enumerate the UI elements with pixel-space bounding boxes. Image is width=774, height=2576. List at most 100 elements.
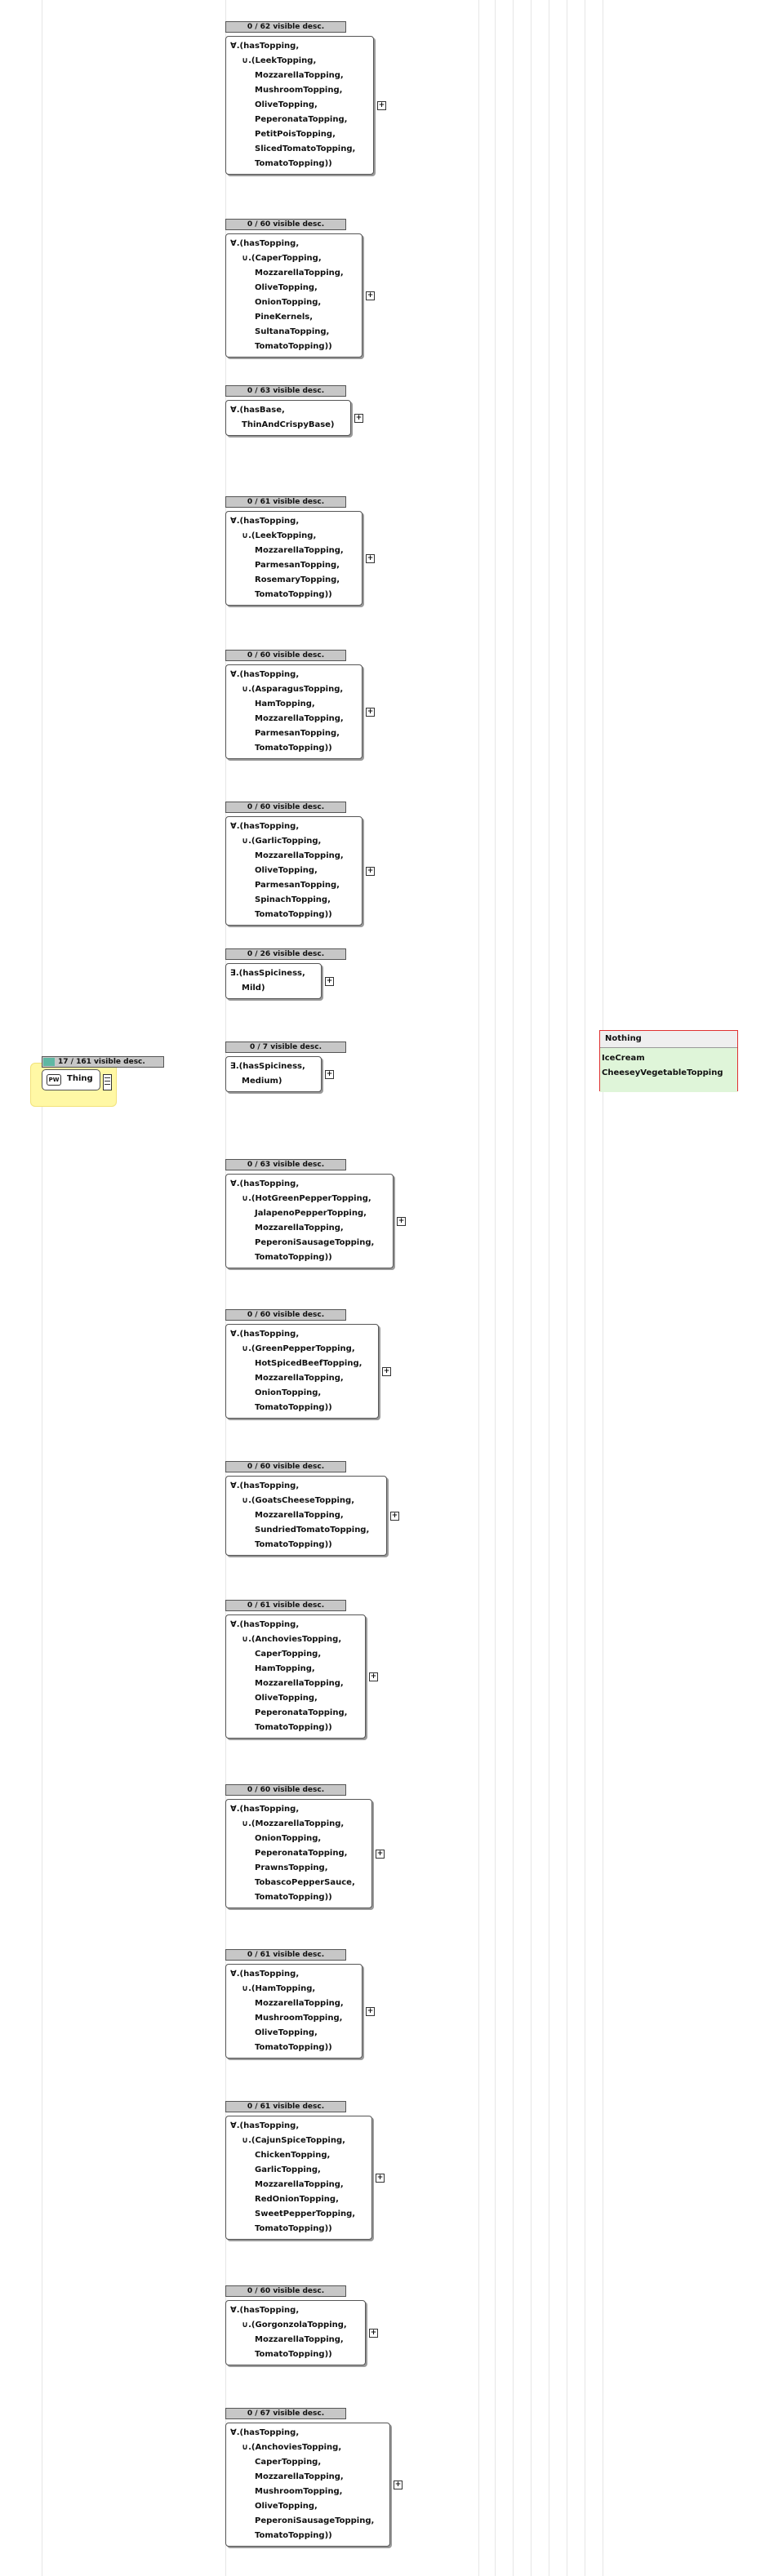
restriction-node[interactable]: ∀.(hasTopping,∪.(AnchoviesTopping,CaperT…	[225, 2423, 390, 2547]
restriction-node[interactable]: ∀.(hasTopping,∪.(CaperTopping,Mozzarella…	[225, 233, 363, 358]
restriction-line: ∪.(AnchoviesTopping,	[242, 1635, 342, 1644]
restriction-line: PeperoniSausageTopping,	[255, 2516, 375, 2525]
restriction-line: MozzarellaTopping,	[255, 1224, 344, 1232]
expand-toggle-icon[interactable]: +	[376, 1850, 385, 1859]
restriction-node[interactable]: ∀.(hasTopping,∪.(HotGreenPepperTopping,J…	[225, 1174, 394, 1268]
expand-toggle-icon[interactable]: +	[366, 291, 375, 300]
nothing-members: IceCream CheeseyVegetableTopping	[600, 1048, 737, 1092]
expand-toggle-icon[interactable]: +	[366, 867, 375, 876]
restriction-line: PrawnsTopping,	[255, 1863, 328, 1872]
restriction-line: ∪.(MozzarellaTopping,	[242, 1819, 345, 1828]
restriction-line: ∪.(CajunSpiceTopping,	[242, 2136, 345, 2145]
expand-toggle-icon[interactable]: +	[366, 2007, 375, 2016]
nothing-node[interactable]: Nothing IceCream CheeseyVegetableTopping	[599, 1030, 738, 1092]
expand-toggle-icon[interactable]: +	[382, 1367, 391, 1376]
restriction-node[interactable]: ∀.(hasTopping,∪.(AnchoviesTopping,CaperT…	[225, 1614, 366, 1739]
restriction-line: OliveTopping,	[255, 2502, 318, 2511]
restriction-line: SultanaTopping,	[255, 327, 330, 336]
restriction-line: ∀.(hasTopping,	[230, 239, 300, 248]
restriction-line: PineKernels,	[255, 313, 314, 322]
restriction-node[interactable]: ∀.(hasTopping,∪.(LeekTopping,MozzarellaT…	[225, 511, 363, 606]
expand-toggle-icon[interactable]: +	[394, 2481, 403, 2489]
restriction-node[interactable]: ∃.(hasSpiciness,Medium)	[225, 1056, 322, 1092]
restriction-line: ThinAndCrispyBase)	[242, 420, 335, 429]
restriction-header: 0 / 26 visible desc.	[225, 948, 346, 960]
restriction-node[interactable]: ∀.(hasTopping,∪.(HamTopping,MozzarellaTo…	[225, 1964, 363, 2059]
restriction-line: MozzarellaTopping,	[255, 546, 344, 555]
restriction-line: ∀.(hasTopping,	[230, 670, 300, 679]
restriction-line: TomatoTopping))	[255, 159, 332, 168]
restriction-header: 0 / 60 visible desc.	[225, 1461, 346, 1472]
expand-toggle-icon[interactable]: +	[376, 2174, 385, 2183]
expand-toggle-icon[interactable]: +	[354, 414, 363, 423]
expand-toggle-icon[interactable]: +	[397, 1217, 406, 1226]
restriction-line: ∀.(hasTopping,	[230, 1330, 300, 1339]
restriction-line: MozzarellaTopping,	[255, 851, 344, 860]
restriction-node[interactable]: ∀.(hasTopping,∪.(LeekTopping,MozzarellaT…	[225, 36, 374, 175]
restriction-line: TomatoTopping))	[255, 1403, 332, 1412]
restriction-node[interactable]: ∀.(hasTopping,∪.(MozzarellaTopping,Onion…	[225, 1799, 372, 1908]
restriction-line: OliveTopping,	[255, 2028, 318, 2037]
restriction-line: ∪.(AsparagusTopping,	[242, 685, 344, 694]
thing-label: Thing	[67, 1074, 93, 1083]
restriction-node[interactable]: ∃.(hasSpiciness, Mild)	[225, 963, 322, 999]
restriction-line: PeperonataTopping,	[255, 115, 348, 124]
restriction-node[interactable]: ∀.(hasTopping,∪.(GorgonzolaTopping,Mozza…	[225, 2300, 366, 2365]
restriction-line: ∀.(hasTopping,	[230, 2121, 300, 2130]
restriction-header: 0 / 63 visible desc.	[225, 385, 346, 397]
restriction-line: ∀.(hasTopping,	[230, 42, 300, 51]
restriction-line: HamTopping,	[255, 1664, 315, 1673]
restriction-line: ∪.(GreenPepperTopping,	[242, 1344, 355, 1353]
restriction-line: TomatoTopping))	[255, 1723, 332, 1732]
guide-line	[513, 0, 514, 2576]
restriction-line: CaperTopping,	[255, 1650, 322, 1659]
restriction-line: Mild)	[242, 984, 265, 993]
restriction-line: ∪.(AnchoviesTopping,	[242, 2443, 342, 2452]
restriction-line: ∀.(hasTopping,	[230, 822, 300, 831]
restriction-line: GarlicTopping,	[255, 2165, 321, 2174]
expand-toggle-icon[interactable]: +	[366, 708, 375, 717]
restriction-line: MozzarellaTopping,	[255, 2180, 344, 2189]
restriction-line: HotSpicedBeefTopping,	[255, 1359, 363, 1368]
restriction-line: ∪.(CaperTopping,	[242, 254, 322, 263]
restriction-line: TomatoTopping))	[255, 1540, 332, 1549]
restriction-line: ∪.(GorgonzolaTopping,	[242, 2321, 347, 2330]
expand-toggle-icon[interactable]: +	[366, 554, 375, 563]
nothing-title: Nothing	[600, 1031, 737, 1048]
restriction-line: TomatoTopping))	[255, 2043, 332, 2052]
restriction-line: MozzarellaTopping,	[255, 1679, 344, 1688]
expand-toggle-icon[interactable]: +	[325, 977, 334, 986]
restriction-node[interactable]: ∀.(hasTopping,∪.(CajunSpiceTopping,Chick…	[225, 2116, 372, 2240]
restriction-node[interactable]: ∀.(hasTopping,∪.(GarlicTopping,Mozzarell…	[225, 816, 363, 926]
thing-node[interactable]: PW Thing	[42, 1069, 100, 1090]
restriction-line: TomatoTopping))	[255, 2350, 332, 2359]
restriction-node[interactable]: ∀.(hasBase,ThinAndCrispyBase)	[225, 400, 351, 436]
restriction-line: ∃.(hasSpiciness,	[230, 969, 305, 978]
restriction-header: 0 / 63 visible desc.	[225, 1159, 346, 1170]
restriction-node[interactable]: ∀.(hasTopping,∪.(GoatsCheeseTopping,Mozz…	[225, 1476, 387, 1556]
restriction-node[interactable]: ∀.(hasTopping,∪.(AsparagusTopping,HamTop…	[225, 664, 363, 759]
nothing-member[interactable]: CheeseyVegetableTopping	[602, 1068, 723, 1077]
restriction-line: TomatoTopping))	[255, 744, 332, 753]
restriction-node[interactable]: ∀.(hasTopping, ∪.(GreenPepperTopping, HotS…	[225, 1324, 379, 1419]
restriction-line: TomatoTopping))	[255, 1253, 332, 1262]
expand-toggle-icon[interactable]: +	[369, 1672, 378, 1681]
thing-toggle-handle[interactable]	[103, 1074, 112, 1090]
restriction-line: JalapenoPepperTopping,	[255, 1209, 367, 1218]
restriction-line: MushroomTopping,	[255, 2487, 343, 2496]
restriction-line: TomatoTopping))	[255, 590, 332, 599]
expand-toggle-icon[interactable]: +	[325, 1070, 334, 1079]
expand-toggle-icon[interactable]: +	[390, 1512, 399, 1521]
restriction-line: ParmesanTopping,	[255, 729, 340, 738]
guide-line	[478, 0, 479, 2576]
restriction-line: ∀.(hasTopping,	[230, 1970, 300, 1979]
restriction-line: TomatoTopping))	[255, 2531, 332, 2540]
expand-toggle-icon[interactable]: +	[377, 101, 386, 110]
restriction-line: OnionTopping,	[255, 1388, 322, 1397]
restriction-line: ∀.(hasTopping,	[230, 1481, 300, 1490]
restriction-line: TobascoPepperSauce,	[255, 1878, 355, 1887]
restriction-line: OliveTopping,	[255, 100, 318, 109]
guide-line	[225, 0, 226, 2576]
expand-toggle-icon[interactable]: +	[369, 2329, 378, 2338]
nothing-member[interactable]: IceCream	[602, 1054, 645, 1063]
